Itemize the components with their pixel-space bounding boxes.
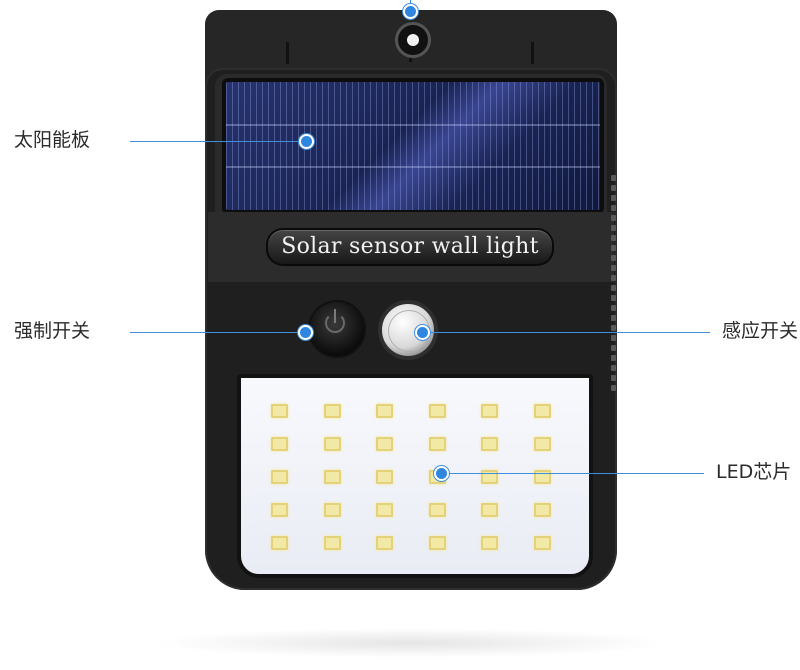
vent-slot	[611, 335, 616, 341]
vent-slot	[611, 245, 616, 251]
led-chip	[271, 503, 288, 517]
dot-force-switch	[298, 325, 313, 340]
led-chip	[376, 404, 393, 418]
leader-force-switch	[130, 332, 302, 333]
vent-slot	[611, 195, 616, 201]
led-chip	[323, 536, 341, 550]
vent-slot	[611, 295, 616, 301]
led-chip	[533, 536, 551, 550]
led-chip	[271, 437, 288, 451]
led-chip	[481, 404, 498, 418]
dot-solar-panel	[299, 134, 314, 149]
product-badge-text: Solar sensor wall light	[281, 234, 539, 259]
led-chip	[323, 437, 341, 451]
label-led-chip: LED芯片	[716, 461, 792, 483]
vent-slot	[611, 175, 616, 181]
vent-slot	[611, 235, 616, 241]
vent-slot	[611, 315, 616, 321]
led-chip	[271, 536, 288, 550]
power-icon-bar	[334, 309, 336, 323]
led-chip	[428, 404, 446, 418]
leader-led-chip	[442, 473, 704, 474]
led-chip	[533, 503, 551, 517]
dot-sensor-switch	[415, 325, 430, 340]
label-solar-panel: 太阳能板	[14, 129, 91, 151]
leader-solar-panel	[130, 141, 302, 142]
led-chip	[323, 470, 341, 484]
vent-slot	[611, 205, 616, 211]
led-panel	[237, 374, 593, 578]
vent-slot	[611, 275, 616, 281]
dot-led-chip	[434, 466, 449, 481]
vent-slot	[611, 375, 616, 381]
led-chip	[271, 404, 288, 418]
vent-slot	[611, 185, 616, 191]
vent-slot	[611, 225, 616, 231]
led-chip	[376, 470, 393, 484]
led-chip	[533, 437, 551, 451]
vent-slot	[611, 355, 616, 361]
mounting-tick-left	[286, 42, 289, 64]
vent-slot	[611, 365, 616, 371]
led-chip	[428, 437, 446, 451]
label-sensor-switch: 感应开关	[722, 320, 799, 342]
vent-slot	[611, 325, 616, 331]
power-icon	[325, 313, 345, 333]
product-badge: Solar sensor wall light	[266, 228, 554, 266]
led-chip	[481, 437, 498, 451]
top-dot	[403, 4, 418, 19]
led-chip	[323, 404, 341, 418]
mounting-tick-right	[531, 42, 534, 64]
label-force-switch: 强制开关	[14, 320, 91, 342]
solar-panel	[222, 78, 604, 214]
vent-slot	[611, 385, 616, 391]
led-chip	[428, 536, 446, 550]
vent-slot	[611, 255, 616, 261]
led-chip	[533, 404, 551, 418]
leader-sensor-switch	[426, 332, 710, 333]
vent-slot	[611, 305, 616, 311]
vent-slot	[611, 215, 616, 221]
vent-slot	[611, 285, 616, 291]
vent-slot	[611, 345, 616, 351]
led-chip	[428, 503, 446, 517]
vent-slot	[611, 265, 616, 271]
led-chip	[323, 503, 341, 517]
ground-shadow	[150, 628, 670, 658]
led-chip	[376, 503, 393, 517]
led-chip	[376, 437, 393, 451]
led-chip	[376, 536, 393, 550]
hanging-hole	[395, 22, 431, 58]
led-chip	[481, 503, 498, 517]
led-chip	[271, 470, 288, 484]
led-chip	[481, 536, 498, 550]
